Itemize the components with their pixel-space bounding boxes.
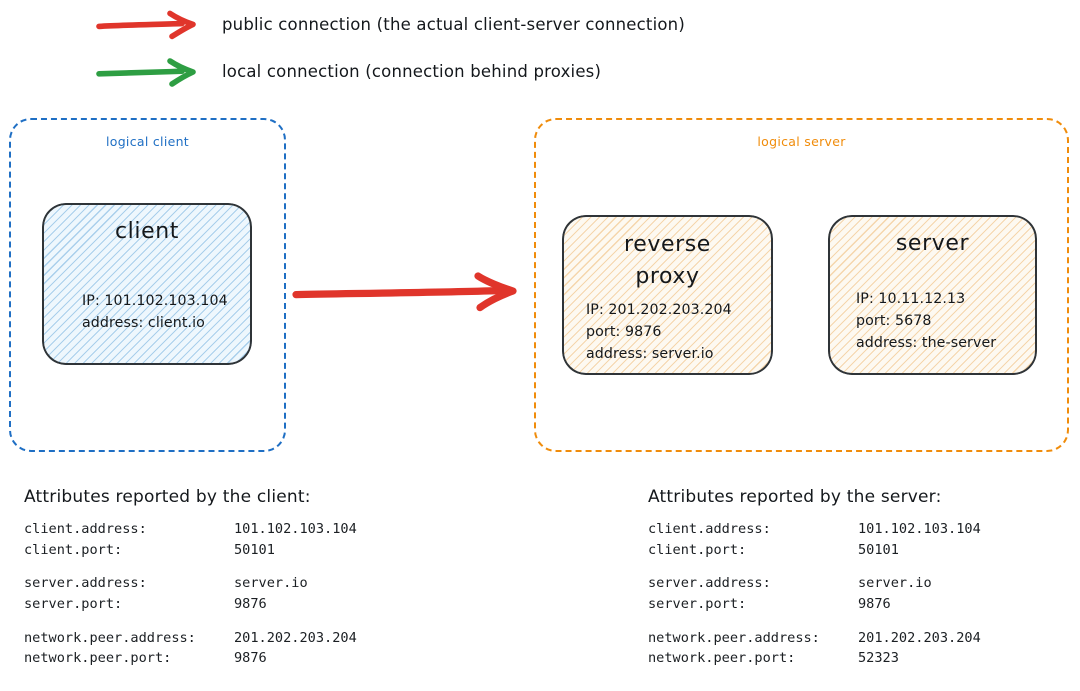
- client-attributes-heading: Attributes reported by the client:: [24, 487, 311, 507]
- attribute-row: server.address: server.io: [24, 573, 357, 594]
- logical-server-group: logical server: [534, 118, 1069, 452]
- attribute-row: server.port: 9876: [24, 594, 357, 615]
- attribute-key: server.address:: [24, 575, 147, 592]
- node-detail-line: port: 9876: [586, 323, 662, 340]
- attribute-key: network.peer.address:: [24, 629, 196, 646]
- attribute-key: network.peer.address:: [648, 629, 820, 646]
- attribute-row: client.port: 50101: [24, 540, 357, 561]
- client-attributes-panel: Attributes reported by the client: clien…: [24, 487, 357, 669]
- node-detail-line: port: 5678: [856, 313, 932, 330]
- client-attributes-table: client.address: 101.102.103.104 client.por…: [24, 519, 357, 669]
- attribute-value: 9876: [234, 650, 267, 667]
- node-client[interactable]: client IP: 101.102.103.104 address: clien…: [42, 203, 252, 365]
- legend-label-local-connection: local connection (connection behind prox…: [222, 62, 602, 81]
- attribute-row: network.peer.port: 9876: [24, 648, 357, 669]
- attribute-value: server.io: [234, 575, 308, 592]
- attribute-key: network.peer.port:: [24, 650, 172, 667]
- attribute-row: server.port: 9876: [648, 594, 981, 615]
- attribute-group-spacer: [24, 615, 357, 628]
- attribute-row: client.address: 101.102.103.104: [648, 519, 981, 540]
- logical-client-group: logical client: [9, 118, 286, 452]
- attribute-value: 101.102.103.104: [858, 521, 981, 537]
- attribute-value: 52323: [858, 650, 899, 667]
- attribute-value: server.io: [858, 575, 932, 592]
- attribute-value: 201.202.203.204: [858, 629, 981, 646]
- attribute-key: client.address:: [648, 521, 771, 537]
- attribute-key: client.port:: [648, 541, 747, 558]
- node-server-title: server: [895, 231, 970, 256]
- attribute-value: 9876: [858, 595, 891, 612]
- server-attributes-heading: Attributes reported by the server:: [648, 487, 942, 507]
- attribute-row: network.peer.address: 201.202.203.204: [648, 628, 981, 649]
- attribute-value: 201.202.203.204: [234, 629, 357, 646]
- server-attributes-panel: Attributes reported by the server: clien…: [648, 487, 981, 669]
- node-reverse-proxy-details: IP: 201.202.203.204 port: 9876 address: se…: [578, 299, 757, 365]
- attribute-value: 50101: [234, 541, 275, 558]
- node-client-body: client IP: 101.102.103.104 address: clien…: [42, 203, 252, 365]
- attribute-row: network.peer.port: 52323: [648, 648, 981, 669]
- legend-label-public-connection: public connection (the actual client-ser…: [222, 15, 685, 34]
- attribute-group-spacer: [648, 560, 981, 573]
- node-detail-line: address: client.io: [82, 315, 205, 332]
- attribute-key: client.port:: [24, 541, 123, 558]
- node-server-body: server IP: 10.11.12.13 port: 5678 address:…: [828, 215, 1037, 375]
- red-arrow-icon: [96, 10, 206, 40]
- node-server[interactable]: server IP: 10.11.12.13 port: 5678 address:…: [828, 215, 1037, 375]
- attribute-row: network.peer.address: 201.202.203.204: [24, 628, 357, 649]
- attribute-key: server.port:: [648, 595, 747, 612]
- attribute-value: 50101: [858, 541, 899, 558]
- attribute-row: server.address: server.io: [648, 573, 981, 594]
- attribute-key: client.address:: [24, 521, 147, 537]
- logical-client-group-label: logical client: [105, 134, 190, 149]
- node-client-title: client: [114, 219, 180, 244]
- attribute-row: client.address: 101.102.103.104: [24, 519, 357, 540]
- green-arrow-icon: [96, 57, 206, 87]
- attribute-key: server.port:: [24, 595, 123, 612]
- public-connection-arrow: [292, 268, 527, 318]
- legend: public connection (the actual client-ser…: [0, 0, 1080, 100]
- node-detail-line: address: server.io: [586, 345, 714, 362]
- attribute-group-spacer: [24, 560, 357, 573]
- attribute-key: server.address:: [648, 575, 771, 592]
- node-server-details: IP: 10.11.12.13 port: 5678 address: the-se…: [844, 288, 1021, 354]
- node-detail-line: IP: 101.102.103.104: [82, 293, 228, 310]
- node-detail-line: IP: 10.11.12.13: [856, 291, 966, 308]
- server-attributes-table: client.address: 101.102.103.104 client.por…: [648, 519, 981, 669]
- node-detail-line: IP: 201.202.203.204: [586, 301, 732, 318]
- attribute-value: 9876: [234, 595, 267, 612]
- attribute-group-spacer: [648, 615, 981, 628]
- attribute-key: network.peer.port:: [648, 650, 796, 667]
- node-detail-line: address: the-server: [856, 335, 997, 352]
- logical-server-group-label: logical server: [757, 134, 846, 149]
- attribute-row: client.port: 50101: [648, 540, 981, 561]
- node-client-details: IP: 101.102.103.104 address: client.io: [58, 290, 236, 334]
- attribute-value: 101.102.103.104: [234, 521, 357, 537]
